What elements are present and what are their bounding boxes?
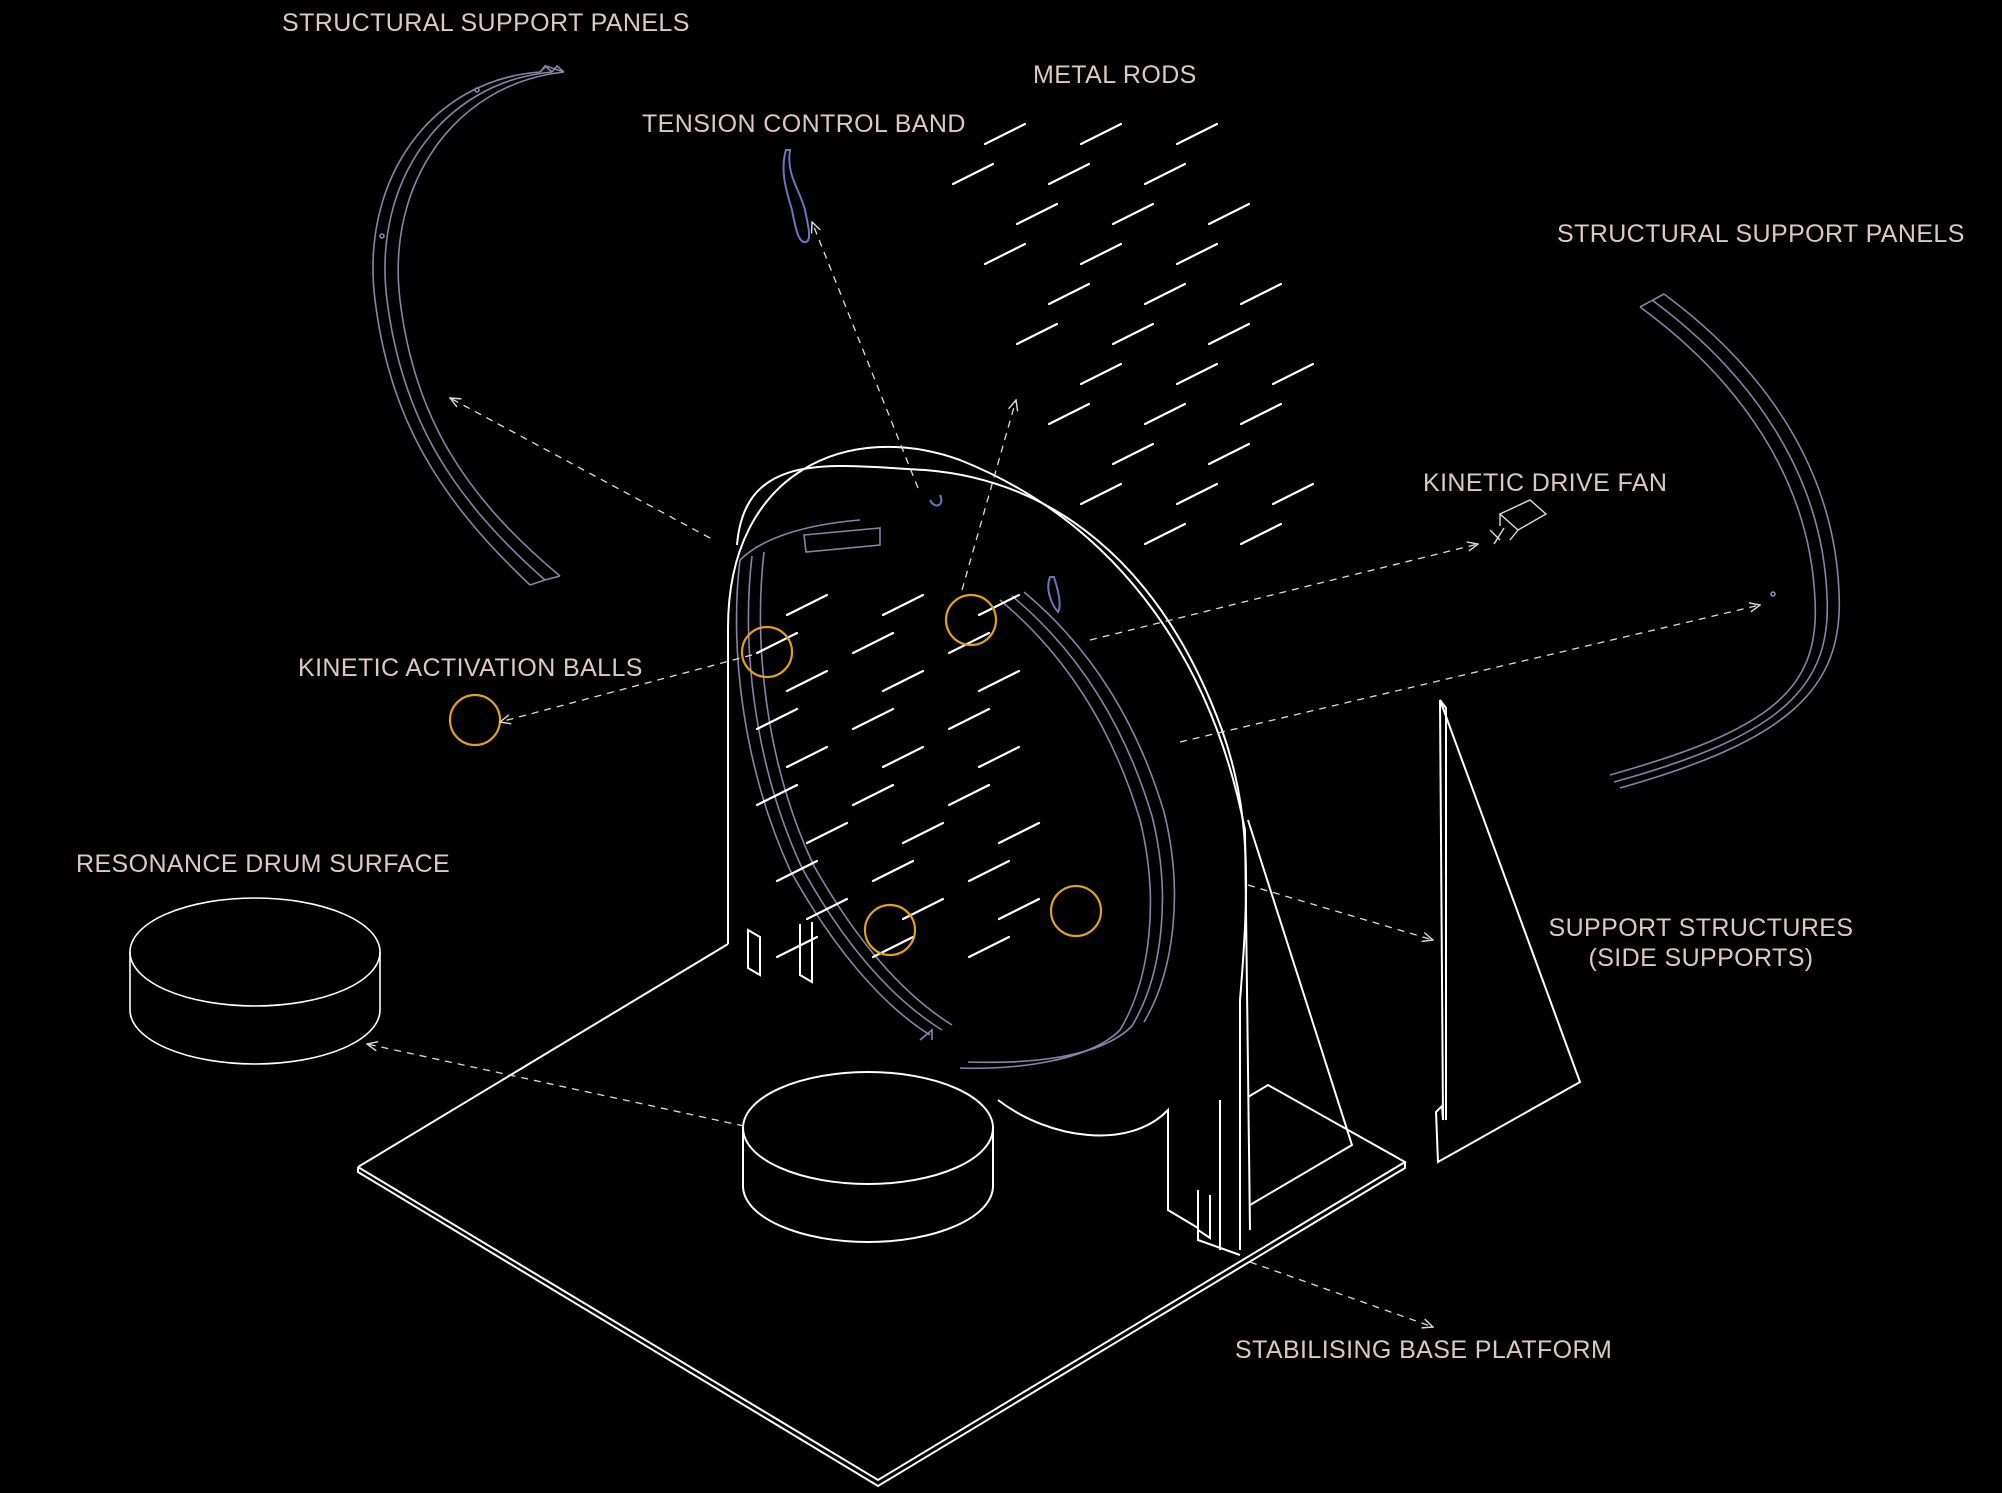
metal-rod [1143, 522, 1187, 546]
metal-rod-installed [901, 821, 945, 845]
metal-rod [1207, 322, 1251, 346]
label-side-supports: SUPPORT STRUCTURES (SIDE SUPPORTS) [1545, 913, 1857, 973]
metal-rod [1079, 362, 1123, 386]
metal-rod-installed [997, 821, 1041, 845]
label-activation-balls: KINETIC ACTIVATION BALLS [298, 654, 643, 682]
metal-rod-installed [851, 783, 895, 807]
metal-rod-installed [785, 745, 829, 769]
metal-rod [1015, 322, 1059, 346]
metal-rod-installed [967, 859, 1011, 883]
central-arch-frame [727, 445, 1354, 1256]
resonance-drum-installed [742, 1071, 994, 1243]
metal-rod-installed [785, 593, 829, 617]
metal-rods-group [951, 122, 1315, 546]
metal-rod [1175, 482, 1219, 506]
label-drive-fan: KINETIC DRIVE FAN [1423, 469, 1668, 497]
metal-rod [1047, 282, 1091, 306]
metal-rod [1111, 202, 1155, 226]
metal-rod-installed [775, 935, 819, 959]
metal-rod-installed [785, 669, 829, 693]
metal-rod [1271, 482, 1315, 506]
drive-fan [1489, 499, 1548, 545]
metal-rod-installed [755, 783, 799, 807]
label-side-supports-line2: (SIDE SUPPORTS) [1588, 944, 1814, 972]
leader-arrows [367, 222, 1760, 1327]
metal-rod-installed [947, 631, 991, 655]
metal-rod-installed [997, 897, 1041, 921]
activation-ball-exploded [448, 693, 502, 747]
metal-rod [1111, 442, 1155, 466]
rods-installed [755, 593, 1041, 959]
activation-ball [863, 903, 917, 957]
metal-rod [1079, 122, 1123, 146]
label-metal-rods: METAL RODS [1033, 61, 1197, 89]
metal-rod-installed [947, 783, 991, 807]
metal-rod-installed [755, 631, 799, 655]
metal-rod [1015, 202, 1059, 226]
metal-rod [1175, 242, 1219, 266]
metal-rod [1239, 522, 1283, 546]
metal-rod [1175, 362, 1219, 386]
label-side-supports-line1: SUPPORT STRUCTURES [1548, 914, 1854, 942]
metal-rod [1079, 242, 1123, 266]
activation-ball [740, 625, 794, 679]
metal-rod [1143, 402, 1187, 426]
label-structural-panels-right: STRUCTURAL SUPPORT PANELS [1557, 220, 1965, 248]
metal-rod [1239, 282, 1283, 306]
activation-ball [944, 593, 998, 647]
metal-rod [1079, 482, 1123, 506]
label-tension-band: TENSION CONTROL BAND [642, 110, 966, 138]
metal-rod-installed [901, 897, 945, 921]
metal-rod-installed [851, 707, 895, 731]
side-support-exploded [1434, 699, 1582, 1164]
metal-rod [1143, 282, 1187, 306]
metal-rod [1111, 322, 1155, 346]
metal-rod [951, 162, 995, 186]
metal-rod-installed [881, 669, 925, 693]
metal-rod-installed [977, 745, 1021, 769]
metal-rod-installed [775, 859, 819, 883]
metal-rod-installed [871, 859, 915, 883]
metal-rod-installed [967, 935, 1011, 959]
metal-rod [1143, 162, 1187, 186]
metal-rod [1207, 202, 1251, 226]
metal-rod [1239, 402, 1283, 426]
metal-rod [1271, 362, 1315, 386]
metal-rod [1175, 122, 1219, 146]
metal-rod [983, 122, 1027, 146]
base-platform [357, 943, 1407, 1488]
label-base-platform: STABILISING BASE PLATFORM [1235, 1336, 1613, 1364]
structural-panel-left [372, 64, 565, 586]
activation-ball [1049, 884, 1103, 938]
activation-balls [448, 593, 1103, 957]
metal-rod-installed [851, 631, 895, 655]
tension-band [782, 149, 1061, 614]
metal-rod-installed [881, 745, 925, 769]
panel-rings-installed [735, 519, 1176, 1070]
metal-rod [1047, 162, 1091, 186]
metal-rod-installed [805, 821, 849, 845]
metal-rod-installed [805, 897, 849, 921]
resonance-drum-exploded [129, 897, 381, 1065]
metal-rod-installed [977, 593, 1021, 617]
label-structural-panels-left: STRUCTURAL SUPPORT PANELS [282, 9, 690, 37]
metal-rod-installed [755, 707, 799, 731]
metal-rod [983, 242, 1027, 266]
metal-rod-installed [977, 669, 1021, 693]
label-drum-surface: RESONANCE DRUM SURFACE [76, 850, 451, 878]
metal-rod-installed [881, 593, 925, 617]
metal-rod [1047, 402, 1091, 426]
structural-panel-right [1609, 293, 1841, 789]
metal-rod [1207, 442, 1251, 466]
metal-rod-installed [947, 707, 991, 731]
